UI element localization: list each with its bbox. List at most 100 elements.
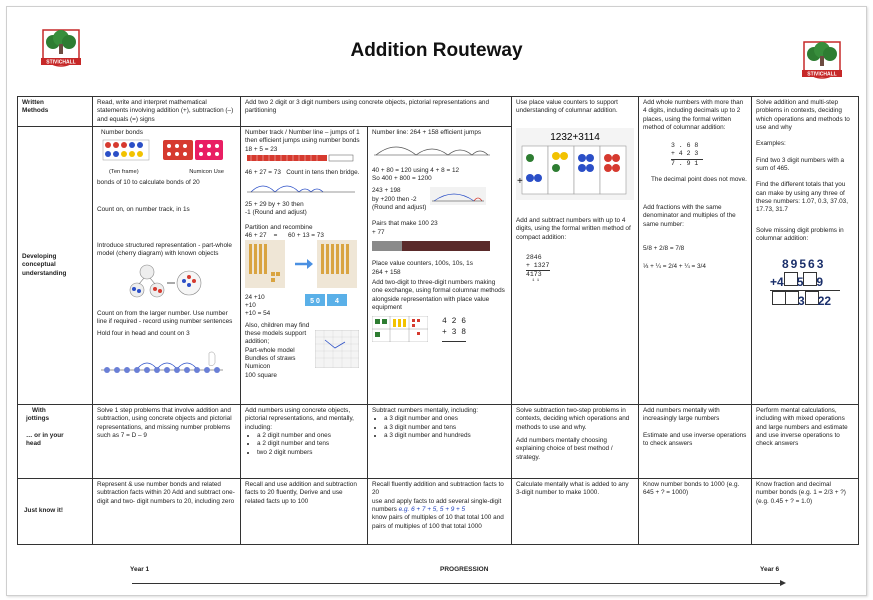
cell-written-y2: Add two 2 digit or 3 digit numbers using… — [240, 96, 512, 127]
text-number-line-264: Number line: 264 + 158 efficient jumps — [372, 129, 482, 136]
text-400-800: So 400 + 800 = 1200 — [372, 174, 432, 182]
base-ten-blocks-image — [245, 240, 357, 289]
text-multistep: Solve addition and multi-step problems i… — [756, 99, 850, 131]
row-label-line: … or in your — [26, 431, 64, 439]
ten-frame-numicon-image — [102, 140, 223, 161]
cell-jottings-y5: Perform mental calculations, including w… — [751, 404, 859, 479]
text-add-subtract-4-digits: Add and subtract numbers with up to 4 di… — [516, 216, 631, 241]
missing-digit-mid-a: +4 — [770, 275, 784, 290]
compact-number-2: + 1327 — [526, 262, 550, 272]
text-large-numbers: Add numbers mentally with increasingly l… — [643, 407, 720, 423]
cell-jottings-y3: Solve subtraction two-step problems in c… — [511, 404, 639, 479]
decimal-number-2: + 4 2 3 — [671, 150, 703, 160]
missing-digit-box[interactable] — [804, 291, 819, 306]
timeline-line — [132, 583, 782, 584]
cell-developing-y2b: Number line: 264 + 158 efficient jumps 4… — [367, 126, 512, 405]
row-label-line: jottings — [26, 415, 50, 423]
cell-developing-y1: Number bonds (Ten frame) Numicon Use bon… — [92, 126, 241, 405]
image-equation: 1232+3114 — [550, 132, 600, 143]
row-jottings: With jottings … or in your head Solve 1 … — [17, 404, 859, 479]
text-place-value-counters: Place value counters, 100s, 10s, 1s — [372, 260, 473, 268]
text-264-158: 264 + 158 — [372, 268, 401, 276]
number-line-jumps-image — [101, 351, 223, 373]
row-label-line: understanding — [22, 269, 67, 277]
text-partition: Partition and recombine — [245, 223, 313, 231]
cell-jottings-y2b: Subtract numbers mentally, including: a … — [367, 404, 512, 479]
partition-eq-sign: = — [273, 231, 278, 239]
place-value-grid-image — [372, 316, 428, 343]
missing-digit-box[interactable] — [783, 272, 798, 287]
decimal-answer: 7 . 9 1 — [671, 159, 699, 167]
text-fractions: Add fractions with the same denominator … — [643, 204, 736, 228]
svg-text:STIVICHALL: STIVICHALL — [807, 72, 836, 78]
place-value-counters-image: 1232+3114 + — [516, 127, 634, 200]
partition-eq-right: 60 + 13 = 73 — [288, 231, 324, 239]
text-subtract-mentally: Subtract numbers mentally, including: — [372, 407, 479, 414]
text-examples: Examples: — [756, 140, 786, 148]
text-example-46-27: 46 + 27 = 73 — [245, 169, 281, 177]
cell-developing-y2a: Number track / Number line – jumps of 1 … — [240, 126, 368, 405]
missing-digit-bot-c: 22 — [817, 294, 832, 309]
row-label-line: head — [26, 439, 41, 447]
text-best-method: Add numbers mentally choosing explaining… — [516, 436, 613, 461]
cell-know-y2a: Recall and use addition and subtraction … — [240, 478, 368, 545]
model-item: Bundles of straws — [245, 354, 296, 362]
text-hold-four: Hold four in head and count on 3 — [97, 330, 190, 338]
list-item: a 3 digit number and ones — [384, 415, 507, 423]
row-label-jottings: With jottings … or in your head — [17, 404, 93, 479]
column-top: 4 2 6 — [442, 317, 467, 327]
cherry-diagram-image — [129, 264, 202, 297]
sum-line-1: 24 +10 — [245, 293, 265, 301]
timeline-end: Year 6 — [760, 566, 780, 573]
missing-digit-mid-c: 9 — [816, 275, 824, 290]
cell-know-y2b: Recall fluently addition and subtraction… — [367, 478, 512, 545]
caption-numicon: Numicon Use — [189, 168, 224, 175]
text-number-track: Number track / Number line – jumps of 1 … — [245, 129, 360, 153]
missing-digit-box[interactable] — [772, 291, 786, 306]
text-count-in-tens: Count in tens then bridge. — [286, 169, 360, 177]
row-label-line: Methods — [22, 107, 49, 115]
efficient-jumps-image — [374, 146, 490, 156]
row-label-line: Developing — [22, 253, 57, 260]
row-label-written: Written Methods — [17, 96, 93, 127]
row-developing: Developing conceptual understanding Numb… — [17, 126, 859, 405]
cell-written-y4: Add whole numbers with more than 4 digit… — [638, 96, 752, 405]
text-columnar-decimals: Add whole numbers with more than 4 digit… — [643, 99, 744, 131]
text-example-blue: e.g. 6 + 7 + 5, 5 + 9 + 5 — [398, 505, 466, 513]
svg-text:+: + — [517, 176, 523, 187]
svg-text:5 0: 5 0 — [310, 298, 320, 305]
text-count-from-larger: Count on from the larger number. Use num… — [97, 309, 233, 326]
cell-jottings-y4: Add numbers mentally with increasingly l… — [638, 404, 752, 479]
timeline-start: Year 1 — [130, 566, 150, 573]
column-bottom: + 3 8 — [442, 327, 467, 342]
jump-line-image — [247, 185, 355, 192]
text-plus-200: by +200 then -2 — [372, 195, 417, 203]
round-adjust-line-image — [430, 187, 486, 206]
text-round-adjust: 25 + 29 by + 30 then -1 (Round and adjus… — [245, 200, 307, 217]
number-track-image — [247, 154, 354, 162]
row-label-line: Written — [22, 99, 44, 106]
missing-digit-box[interactable] — [803, 272, 818, 287]
text-plus-77: + 77 — [372, 228, 385, 236]
compact-carry: 1 1 — [532, 279, 540, 284]
text-bonds-of-10: bonds of 10 to calculate bonds of 20 — [97, 179, 200, 187]
cell-written-y5: Solve addition and multi-step problems i… — [751, 96, 859, 405]
cell-know-y4: Know number bonds to 1000 (e.g. 645 + ? … — [638, 478, 752, 545]
text-place-value: Use place value counters to support unde… — [516, 99, 618, 115]
text-missing-digit: Solve missing digit problems in columnar… — [756, 226, 844, 242]
text-decimal-point: The decimal point does not move. — [651, 175, 747, 183]
model-item: 100 square — [245, 371, 277, 379]
text-estimate: Estimate and use inverse operations to c… — [643, 431, 747, 447]
row-label-line: With — [32, 407, 46, 414]
text-apply-facts: use and apply facts to add several singl… — [372, 497, 502, 513]
sum-line-2: +10 — [245, 301, 256, 309]
page-frame — [6, 6, 867, 596]
missing-digit-box[interactable] — [785, 291, 799, 306]
compact-answer: 4173 — [526, 271, 542, 279]
list-item: a 2 digit number and tens — [257, 440, 363, 448]
page-title: Addition Routeway — [350, 40, 523, 61]
row-label-developing: Developing conceptual understanding — [17, 126, 93, 405]
text-find-two-numbers: Find two 3 digit numbers with a sum of 4… — [756, 156, 845, 172]
school-logo-right: STIVICHALL — [802, 41, 842, 79]
